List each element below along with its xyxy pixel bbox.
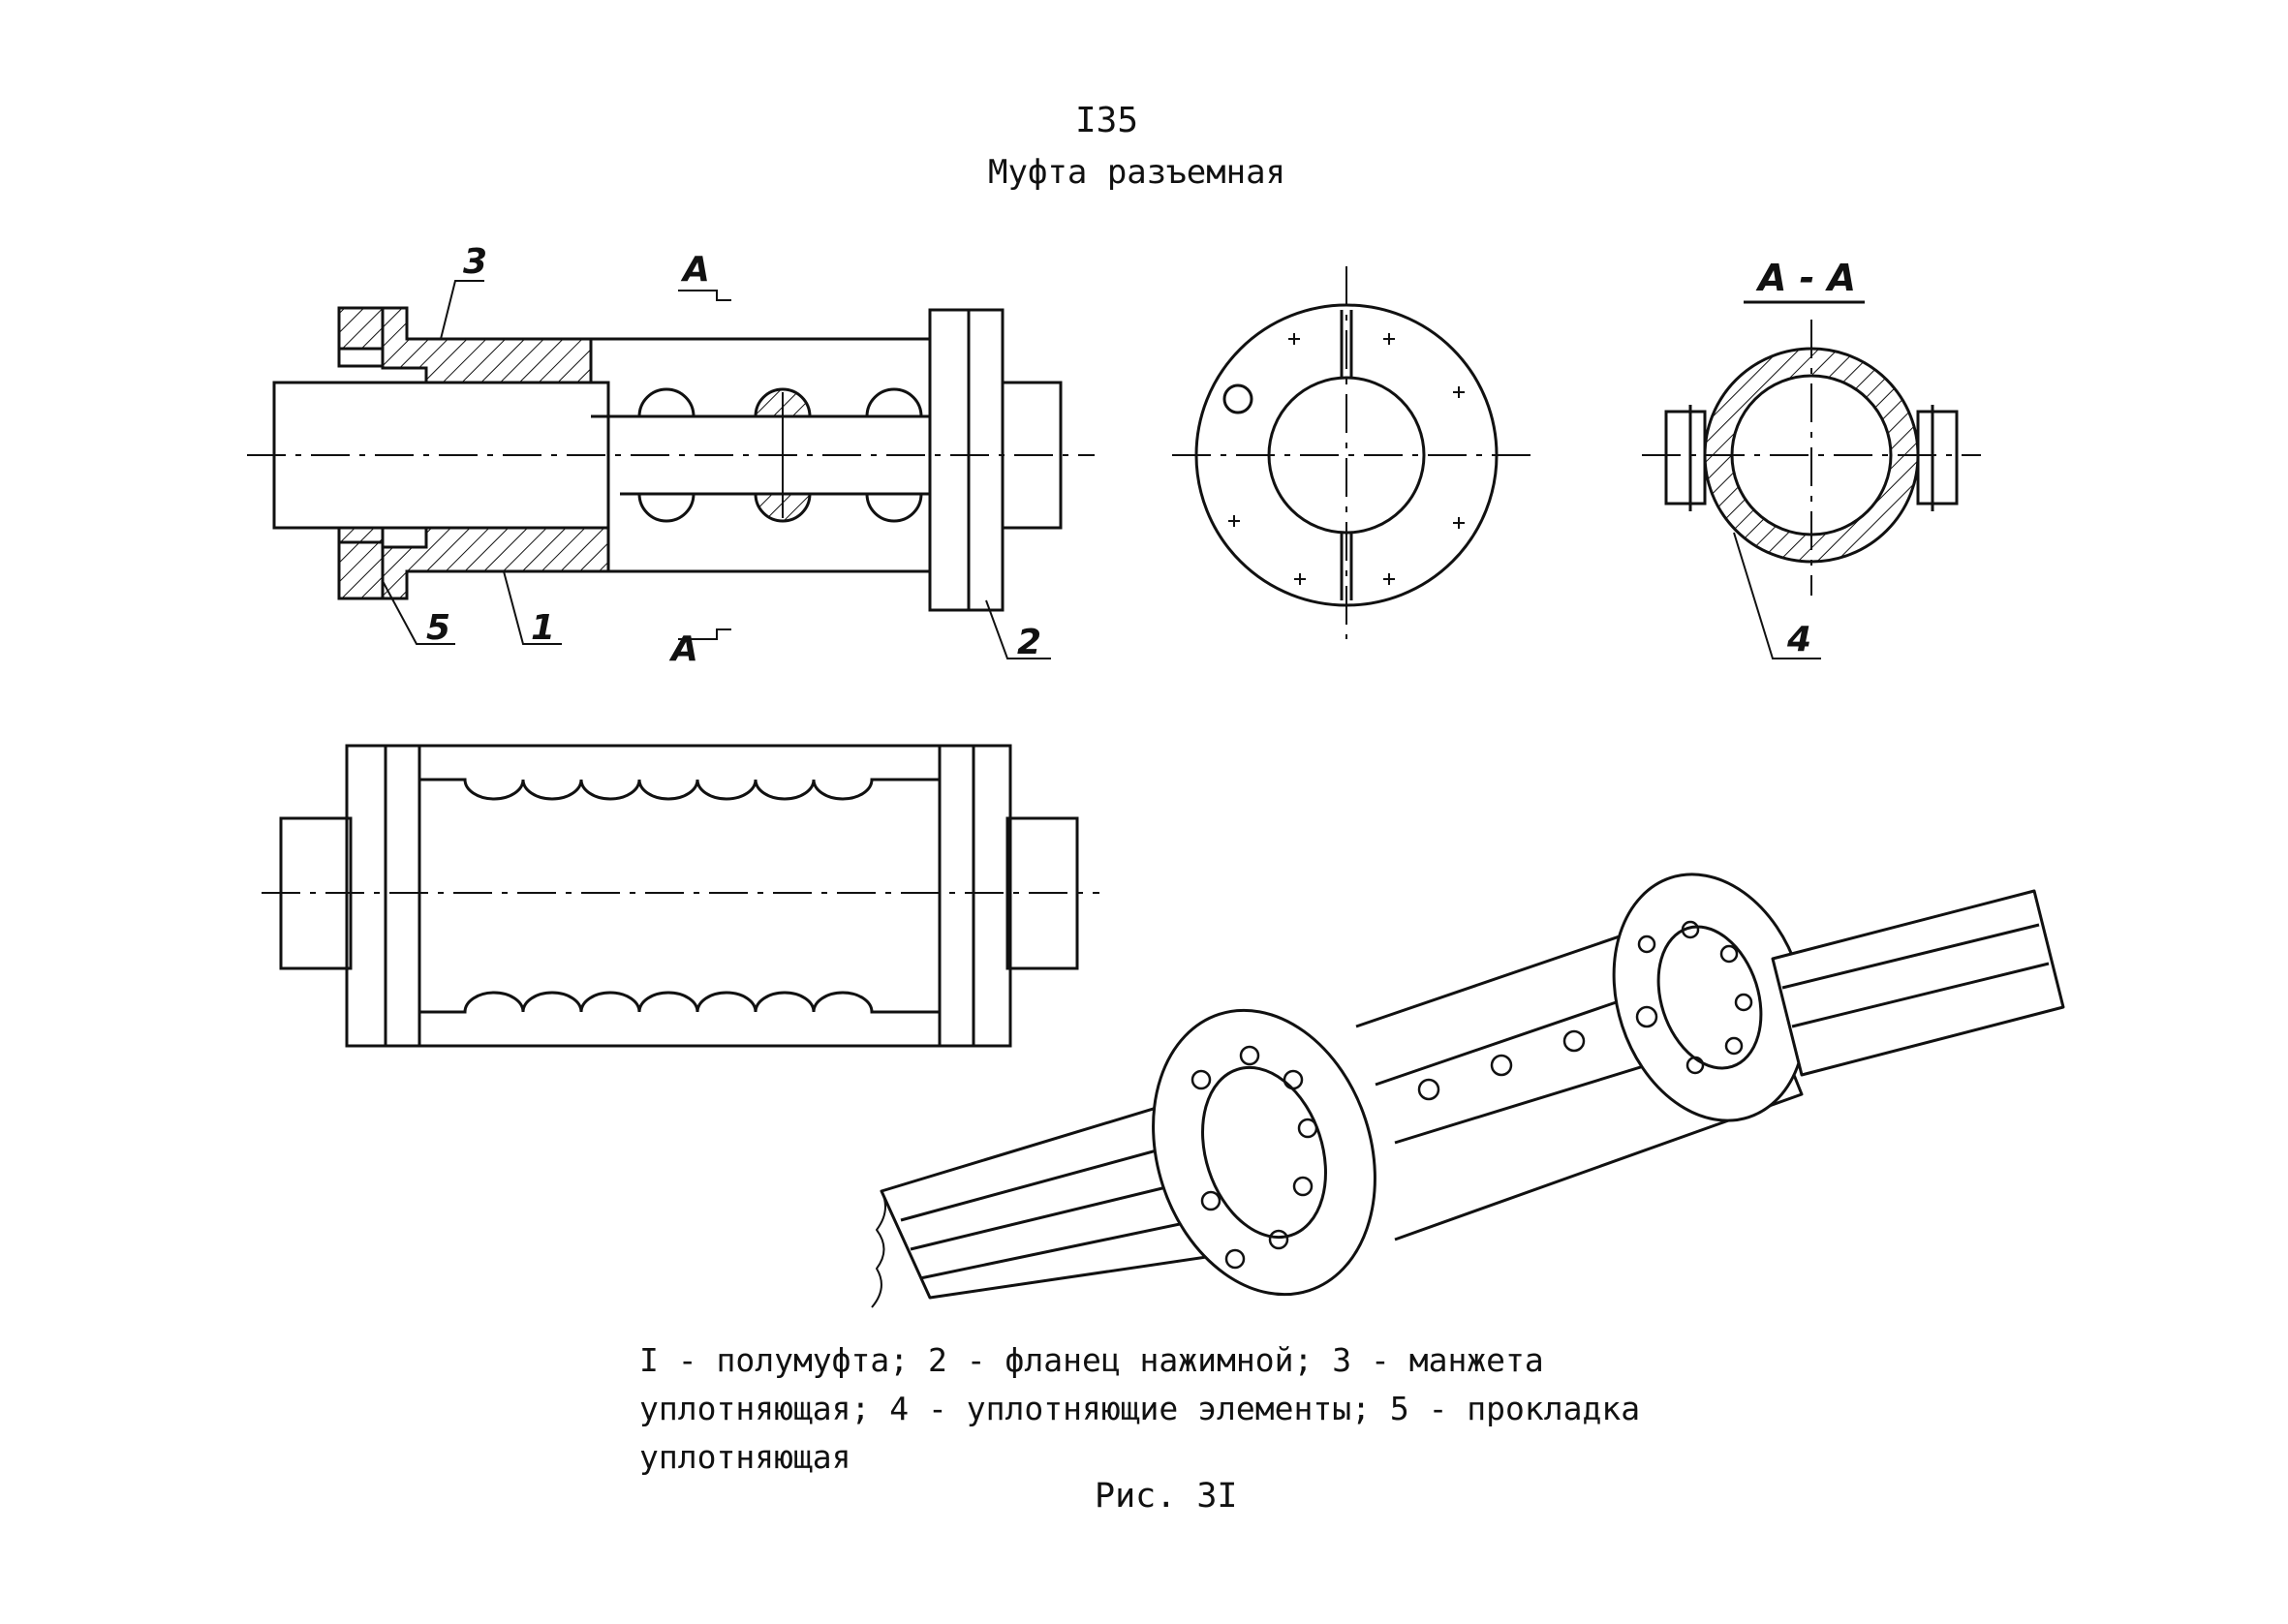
callout-5: 5 [426,608,450,648]
section-title: А - А [1755,257,1856,299]
end-view-bolt-marks [1228,333,1465,585]
section-mark-top: А [680,250,710,290]
caption-line-2: уплотняющая; 4 - уплотняющие элементы; 5… [639,1390,1641,1427]
leader-4 [1733,532,1821,659]
figure-caption: I - полумуфта; 2 - фланец нажимной; 3 - … [639,1336,1705,1482]
page-number: I35 [1075,101,1139,140]
callout-1: 1 [531,608,555,648]
plan-view [279,744,1079,1048]
section-mark-bottom: А [668,629,698,669]
page-title: Муфта разъемная [988,153,1286,192]
callout-2: 2 [1017,623,1041,662]
callout-4: 4 [1786,620,1811,659]
side-section-view [272,306,1063,612]
callout-3: 3 [463,242,487,282]
isometric-bolts [1190,920,1753,1270]
caption-line-3: уплотняющая [639,1438,851,1476]
leader-lines [382,280,1051,659]
isometric-view [871,873,2065,1308]
figure-label: Рис. 3I [1095,1477,1238,1516]
caption-line-1: I - полумуфта; 2 - фланец нажимной; 3 - … [639,1341,1544,1379]
